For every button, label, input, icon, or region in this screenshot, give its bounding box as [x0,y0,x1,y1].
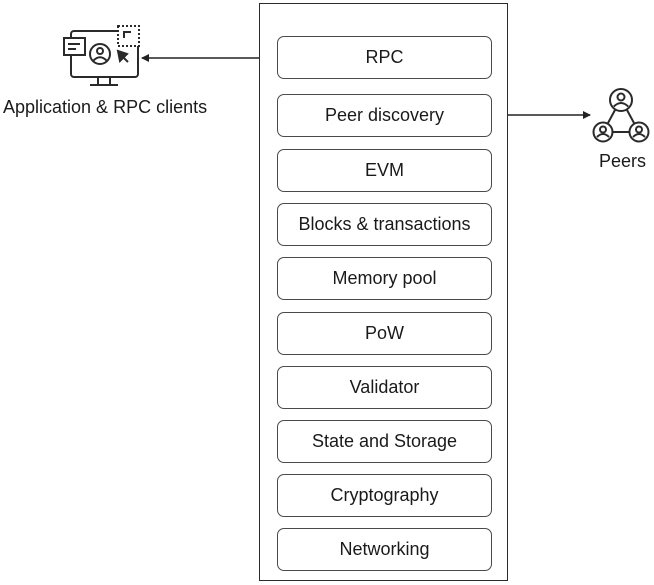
layer-validator: Validator [277,366,492,409]
layer-pow: PoW [277,312,492,355]
layer-memory-pool: Memory pool [277,257,492,300]
layer-networking: Networking [277,528,492,571]
layer-evm: EVM [277,149,492,192]
clients-label: Application & RPC clients [3,97,208,117]
layer-cryptography: Cryptography [277,474,492,517]
computer-user-icon [63,25,140,86]
node-layer-stack: RPC Peer discovery EVM Blocks & transact… [259,3,508,581]
layer-rpc: RPC [277,36,492,79]
peers-network-icon [592,88,650,143]
layer-peer-discovery: Peer discovery [277,94,492,137]
layer-blocks-transactions: Blocks & transactions [277,203,492,246]
layer-state-storage: State and Storage [277,420,492,463]
peers-label: Peers [599,151,647,171]
